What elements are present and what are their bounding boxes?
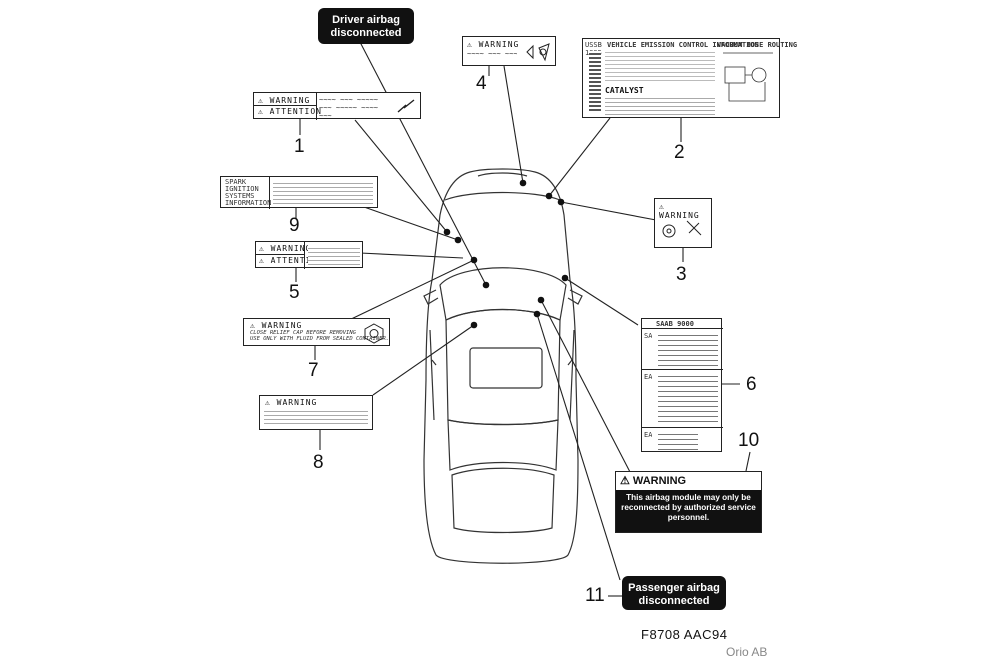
label-7-text1: CLOSE RELIEF CAP BEFORE REMOVING xyxy=(250,330,356,336)
passenger-airbag-text: Passenger airbag disconnected xyxy=(628,582,720,607)
label-9-line1: SPARK xyxy=(225,179,247,186)
number-2: 2 xyxy=(674,142,685,163)
hose-routing-diagram xyxy=(723,52,773,102)
label-8: ⚠ WARNING xyxy=(259,395,373,430)
label-6-row2: EA xyxy=(644,373,653,381)
label-8-warning: ⚠ WARNING xyxy=(265,398,318,407)
label-2-header: VEHICLE EMISSION CONTROL INFORMATION xyxy=(607,41,759,49)
marker-2 xyxy=(545,192,553,200)
label-3-warning: ⚠ WARNING xyxy=(659,202,700,220)
label-9: SPARK IGNITION SYSTEMS INFORMATION xyxy=(220,176,378,209)
number-3: 3 xyxy=(676,264,687,285)
marker-8 xyxy=(470,321,478,329)
label-1-line2: ⚠ ATTENTION xyxy=(258,107,322,116)
label-6-header: SAAB 9000 xyxy=(656,320,694,328)
number-4: 4 xyxy=(476,73,487,94)
label-5-line2: ⚠ ATTENTION xyxy=(259,256,323,265)
marker-4 xyxy=(519,179,527,187)
driver-airbag-label: Driver airbag disconnected xyxy=(318,8,414,44)
label-2-catalyst: CATALYST xyxy=(605,86,644,95)
label-1-line1: ⚠ WARNING xyxy=(258,96,311,105)
driver-airbag-text: Driver airbag disconnected xyxy=(330,14,402,39)
label-2: USSB 1995 VEHICLE EMISSION CONTROL INFOR… xyxy=(582,38,797,118)
trunk xyxy=(451,467,555,534)
number-7: 7 xyxy=(308,360,319,381)
number-11: 11 xyxy=(585,585,605,606)
marker-1 xyxy=(443,228,451,236)
marker-11 xyxy=(533,310,541,318)
label-9-line3: SYSTEMS xyxy=(225,192,255,200)
label-6-row1: SA xyxy=(644,332,653,340)
hood-line xyxy=(444,191,561,201)
label-3: ⚠ WARNING xyxy=(654,198,712,248)
number-6: 6 xyxy=(746,374,757,395)
number-9: 9 xyxy=(289,215,300,236)
figure-code: F8708 AAC94 xyxy=(641,627,728,642)
marker-6 xyxy=(561,274,569,282)
passenger-airbag-label: Passenger airbag disconnected xyxy=(622,576,726,610)
label-10-title: ⚠ WARNING xyxy=(616,472,761,490)
marker-5-7 xyxy=(470,256,478,264)
label-7-text2: USE ONLY WITH FLUID FROM SEALED CONTAINE… xyxy=(250,336,390,342)
credit-watermark: Orio AB xyxy=(726,645,768,659)
label-2-header2: VACUUM HOSE ROUTING xyxy=(717,41,798,49)
label-7: ⚠ WARNING CLOSE RELIEF CAP BEFORE REMOVI… xyxy=(243,318,390,346)
marker-driver-airbag xyxy=(482,281,490,289)
label-1: ⚠ WARNING ⚠ ATTENTION ~~~~ ~~~ ~~~~~ ~~~… xyxy=(253,92,421,120)
label-6-row3: EA xyxy=(644,431,653,439)
label-5: ⚠ WARNING ⚠ ATTENTION xyxy=(255,241,363,269)
label-10-body: This airbag module may only be reconnect… xyxy=(621,493,756,522)
fluid-cap-icon xyxy=(364,323,384,344)
label-10-airbag-warning: ⚠ WARNING This airbag module may only be… xyxy=(615,471,762,533)
roof xyxy=(445,308,561,426)
rear-window xyxy=(447,419,559,471)
number-8: 8 xyxy=(313,452,324,473)
marker-10 xyxy=(537,296,545,304)
fan-icon xyxy=(526,43,550,62)
label-4: ⚠ WARNING ~~~~ ~~~ ~~~ xyxy=(462,36,556,66)
number-5: 5 xyxy=(289,282,300,303)
label-9-line2: IGNITION xyxy=(225,185,259,193)
lightning-icon xyxy=(397,99,415,113)
marker-9 xyxy=(454,236,462,244)
label-6: SAAB 9000 SA EA EA xyxy=(641,318,723,452)
label-5-line1: ⚠ WARNING xyxy=(259,244,312,253)
label-4-warning: ⚠ WARNING xyxy=(467,40,520,49)
number-10: 10 xyxy=(738,430,760,451)
marker-3 xyxy=(557,198,565,206)
number-1: 1 xyxy=(294,136,305,157)
label-9-line4: INFORMATION xyxy=(225,199,272,207)
sunroof xyxy=(469,347,543,389)
engine-icon xyxy=(662,220,702,238)
label-7-warning: ⚠ WARNING xyxy=(250,321,303,330)
